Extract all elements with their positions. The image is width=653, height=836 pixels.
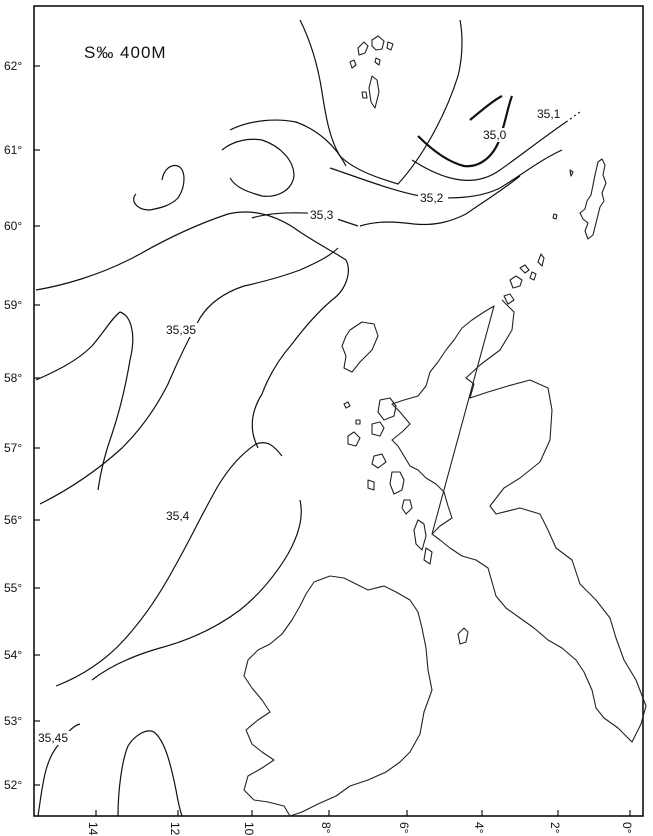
- isohaline-label-35-1: 35,1: [537, 107, 561, 121]
- lat-label: 53°: [4, 714, 22, 728]
- faroe-contour: [299, 19, 463, 185]
- isohaline-35-4-main: [55, 442, 283, 687]
- isohaline-label-35-45: 35,45: [38, 731, 68, 745]
- isohaline-35-45-hump: [117, 730, 183, 817]
- isohaline-label-35-4: 35,4: [166, 509, 190, 523]
- great-britain-coastline: [391, 299, 647, 743]
- lon-label: 0°: [620, 822, 634, 834]
- orkney-islands: [503, 253, 545, 305]
- lat-label: 57°: [4, 441, 22, 455]
- coastlines: [243, 35, 647, 817]
- faroe-contour-west: [229, 119, 347, 167]
- isohaline-35-35-west: [35, 311, 134, 491]
- lat-label: 60°: [4, 219, 22, 233]
- lon-label: 14°: [86, 822, 100, 836]
- isohaline-35-2: [329, 149, 563, 199]
- isohaline-labels: 35,0 35,1 35,2 35,3 35,35 35,4 35,45: [36, 107, 565, 745]
- lat-label: 52°: [4, 778, 22, 792]
- isohaline-35-1-main: [411, 121, 567, 181]
- faroe-bank-contour: [221, 138, 295, 197]
- isohaline-label-35-0: 35,0: [483, 128, 507, 142]
- lon-label: 2°: [548, 822, 562, 834]
- isohaline-35-4: [39, 247, 339, 505]
- isohaline-35-1-dotted: [565, 111, 581, 123]
- latitude-axis: 62° 61° 60° 59° 58° 57° 56° 55° 54° 53° …: [4, 59, 40, 792]
- isohalines: [35, 19, 581, 817]
- isohaline-label-35-35: 35,35: [166, 323, 196, 337]
- lon-label: 4°: [472, 822, 486, 834]
- lat-label: 55°: [4, 581, 22, 595]
- isohaline-35-1: [469, 95, 503, 121]
- faroe-islands: [349, 35, 394, 109]
- isohaline-label-35-2: 35,2: [420, 191, 444, 205]
- isohaline-label-35-3: 35,3: [310, 208, 334, 222]
- isle-of-man: [457, 627, 469, 645]
- isohaline-35-45: [37, 723, 81, 817]
- lat-label: 54°: [4, 648, 22, 662]
- ireland-coastline: [243, 575, 433, 817]
- lat-label: 59°: [4, 298, 22, 312]
- isohaline-35-0: [417, 95, 514, 168]
- lon-label: 12°: [168, 822, 182, 836]
- map-frame: [33, 5, 644, 817]
- lat-label: 62°: [4, 59, 22, 73]
- lon-label: 10°: [242, 822, 256, 836]
- shelf-edge-contour: [359, 175, 521, 227]
- longitude-axis: 14° 12° 10° 8° 6° 4° 2° 0°: [86, 810, 634, 836]
- map-title: S‰ 400M: [84, 43, 167, 62]
- isohaline-35-4-inner: [91, 499, 302, 681]
- lat-label: 61°: [4, 143, 22, 157]
- hebrides-islands: [341, 321, 433, 565]
- lon-label: 8°: [319, 822, 333, 834]
- isohaline-35-35: [35, 211, 349, 449]
- bank-contour: [133, 164, 185, 211]
- shetland-islands: [552, 158, 607, 240]
- lon-label: 6°: [397, 822, 411, 834]
- lat-label: 58°: [4, 371, 22, 385]
- lat-label: 56°: [4, 513, 22, 527]
- isohaline-35-3: [251, 212, 359, 227]
